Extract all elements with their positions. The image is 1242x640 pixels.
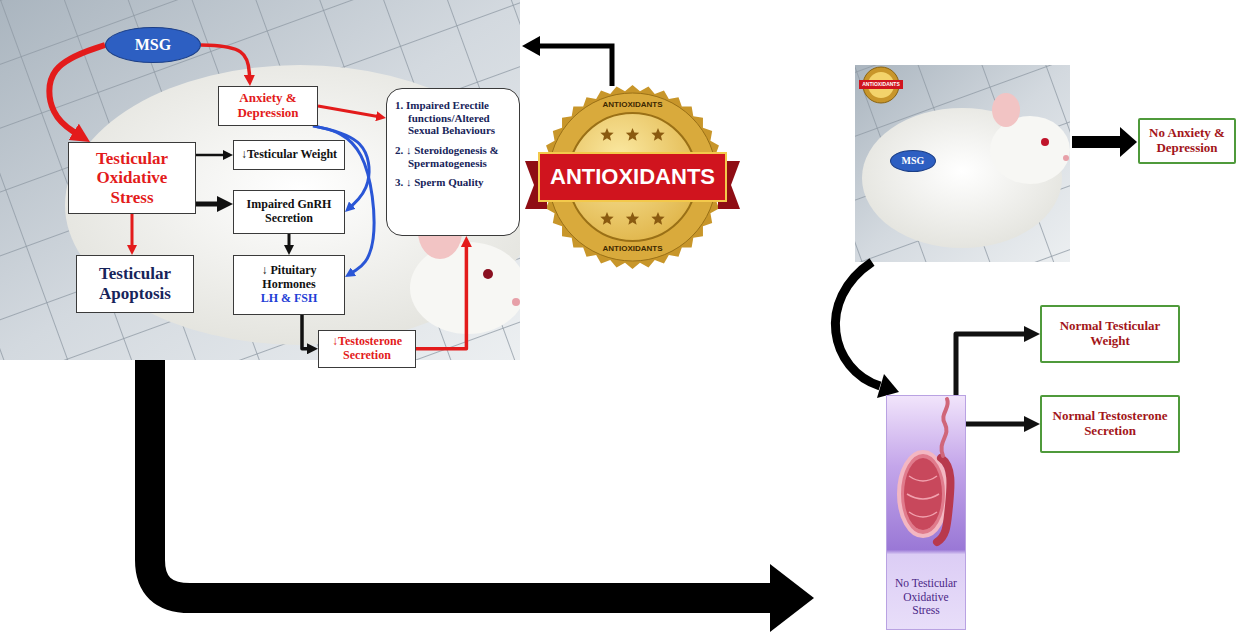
- node-sublabel: 3. ↓ Sperm Quality: [395, 176, 484, 189]
- arrow-line: [538, 46, 612, 86]
- node-label: Testicular Apoptosis: [82, 264, 188, 303]
- node-label: ↓Testosterone Secretion: [324, 335, 410, 363]
- testis-figure: No Testicular Oxidative Stress: [886, 395, 966, 630]
- testis-body: [904, 458, 942, 530]
- seal-star: [600, 212, 613, 225]
- big-arrow-head: [770, 564, 814, 632]
- node-label: MSG: [902, 155, 925, 167]
- mini-seal-ribbon: [859, 80, 903, 89]
- connector-arrow: [288, 234, 291, 248]
- rat-eye: [1041, 138, 1049, 146]
- rat-ear: [992, 93, 1020, 127]
- testis-lobule: [907, 494, 939, 499]
- outcome-list: 1. Impaired Erectile functions/Altered S…: [386, 88, 520, 236]
- node-label: Normal Testosterone Secretion: [1048, 409, 1172, 439]
- arrow-line: [1072, 136, 1122, 148]
- rat-photo: [855, 65, 1070, 262]
- testis-tunica: [899, 452, 947, 536]
- process-box: Impaired GnRH Secretion: [233, 190, 345, 234]
- hormone-box: ↓ Pituitary HormonesLH & FSH: [233, 255, 345, 315]
- outcome-box: Normal Testosterone Secretion: [1040, 395, 1180, 453]
- cause-ellipse: MSG: [890, 150, 936, 172]
- seal-star: [626, 212, 639, 225]
- node-sublabel: 2. ↓ Steroidogenesis & Spermatogenesis: [395, 144, 512, 169]
- node-label: Normal Testicular Weight: [1048, 319, 1172, 349]
- node-label: Anxiety & Depression: [224, 91, 312, 121]
- connector-arrow: [196, 154, 226, 157]
- seal-label: ANTIOXIDANTS: [859, 82, 903, 87]
- epididymis: [937, 458, 951, 542]
- vas-deferens: [941, 399, 947, 456]
- seal-star: [651, 212, 664, 225]
- connector-arrow: [49, 45, 105, 135]
- testis-lobule: [909, 512, 937, 517]
- effect-box: Testicular Apoptosis: [76, 255, 194, 313]
- connector-arrow: [416, 244, 466, 349]
- outcome-box: No Anxiety & Depression: [1138, 118, 1236, 164]
- effect-box: Anxiety & Depression: [218, 86, 318, 126]
- connector-arrow: [966, 422, 1029, 427]
- node-sublabel: LH & FSH: [261, 292, 318, 306]
- rat-nose: [512, 298, 520, 306]
- testis-lobule: [909, 476, 937, 481]
- node-sublabel: ANTIOXIDANTS: [525, 245, 740, 253]
- connector-arrow: [302, 315, 310, 349]
- node-label: Testicular Oxidative Stress: [74, 149, 190, 208]
- node-label: Impaired GnRH Secretion: [239, 198, 339, 226]
- node-label: ↓Testicular Weight: [241, 148, 337, 162]
- rat-nose: [1063, 155, 1069, 161]
- connector-arrow: [196, 202, 222, 207]
- cause-ellipse: MSG: [105, 27, 201, 63]
- arrow-head: [1120, 127, 1137, 157]
- node-label: No Testicular Oxidative Stress: [890, 577, 962, 617]
- antioxidant-seal: ANTIOXIDANTS ANTIOXIDANTS ANTIOXIDANTS: [525, 65, 740, 285]
- connector-arrow: [201, 45, 250, 78]
- node-label: MSG: [135, 36, 171, 54]
- seal-star: [651, 128, 664, 141]
- node-label: ↓ Pituitary Hormones: [239, 264, 339, 292]
- connector-arrow: [318, 106, 379, 117]
- rat-body: [65, 65, 520, 345]
- node-sublabel: ANTIOXIDANTS: [525, 166, 740, 188]
- connector-arrow: [956, 334, 1029, 395]
- big-arrow-line: [150, 360, 772, 598]
- node-label: 1. Impaired Erectile functions/Altered S…: [395, 99, 512, 137]
- hormone-box: ↓Testosterone Secretion: [318, 330, 416, 368]
- connector-arrow: [131, 214, 134, 248]
- node-label: ANTIOXIDANTS: [525, 101, 740, 109]
- floor-tiles: [855, 65, 1070, 262]
- curved-arrow-line: [835, 262, 880, 386]
- testis-figure-drawing: [887, 396, 967, 556]
- rat-photo: [0, 0, 520, 360]
- photo-ground: [855, 65, 1070, 262]
- effect-box: Testicular Oxidative Stress: [68, 142, 196, 214]
- seal-star: [600, 128, 613, 141]
- rat-eye: [483, 269, 493, 279]
- effect-box: ↓Testicular Weight: [233, 140, 345, 170]
- node-label: No Anxiety & Depression: [1146, 126, 1228, 156]
- arrow-head: [522, 36, 540, 56]
- outcome-box: Normal Testicular Weight: [1040, 305, 1180, 363]
- seal-star: [626, 128, 639, 141]
